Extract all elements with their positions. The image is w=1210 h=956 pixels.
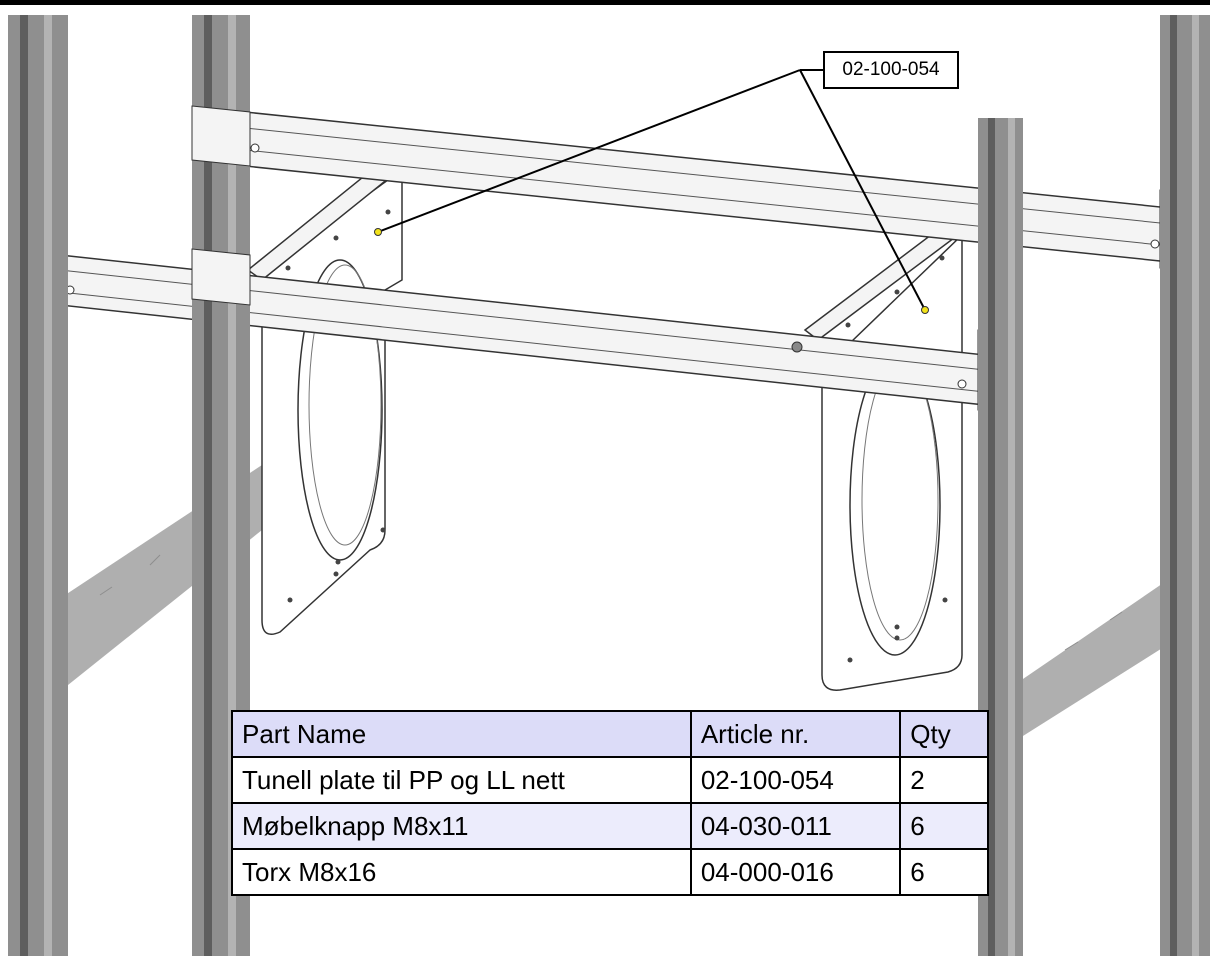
cell-article-nr: 02-100-054 — [689, 756, 902, 804]
upright-profile-3 — [978, 118, 1023, 956]
header-article-nr: Article nr. — [689, 710, 902, 758]
cell-qty: 6 — [899, 802, 989, 850]
callout-leaders — [377, 69, 926, 311]
cell-part-name: Møbelknapp M8x11 — [231, 802, 692, 850]
callout-label: 02-100-054 — [823, 51, 959, 89]
front-rail-overlap — [191, 248, 251, 306]
back-rail-overlap — [191, 105, 251, 167]
top-border — [0, 0, 1210, 5]
callout-marker-right — [921, 306, 929, 314]
table-row: Møbelknapp M8x11 04-030-011 6 — [231, 802, 989, 850]
cell-qty: 2 — [899, 756, 989, 804]
tunnel-plate-left — [261, 168, 403, 635]
upright-profile-4 — [1160, 15, 1210, 956]
diagonal-brace-right — [985, 575, 1175, 760]
callout-marker-left — [374, 228, 382, 236]
cell-part-name: Tunell plate til PP og LL nett — [231, 756, 692, 804]
table-row: Tunell plate til PP og LL nett 02-100-05… — [231, 756, 989, 804]
table-row: Torx M8x16 04-000-016 6 — [231, 848, 989, 896]
upright-profile-1 — [8, 15, 68, 956]
cell-article-nr: 04-000-016 — [689, 848, 902, 896]
header-qty: Qty — [899, 710, 989, 758]
cell-part-name: Torx M8x16 — [231, 848, 692, 896]
cell-qty: 6 — [899, 848, 989, 896]
header-part-name: Part Name — [231, 710, 692, 758]
cell-article-nr: 04-030-011 — [689, 802, 902, 850]
parts-table: Part Name Article nr. Qty Tunell plate t… — [231, 710, 989, 896]
table-header-row: Part Name Article nr. Qty — [231, 710, 989, 758]
